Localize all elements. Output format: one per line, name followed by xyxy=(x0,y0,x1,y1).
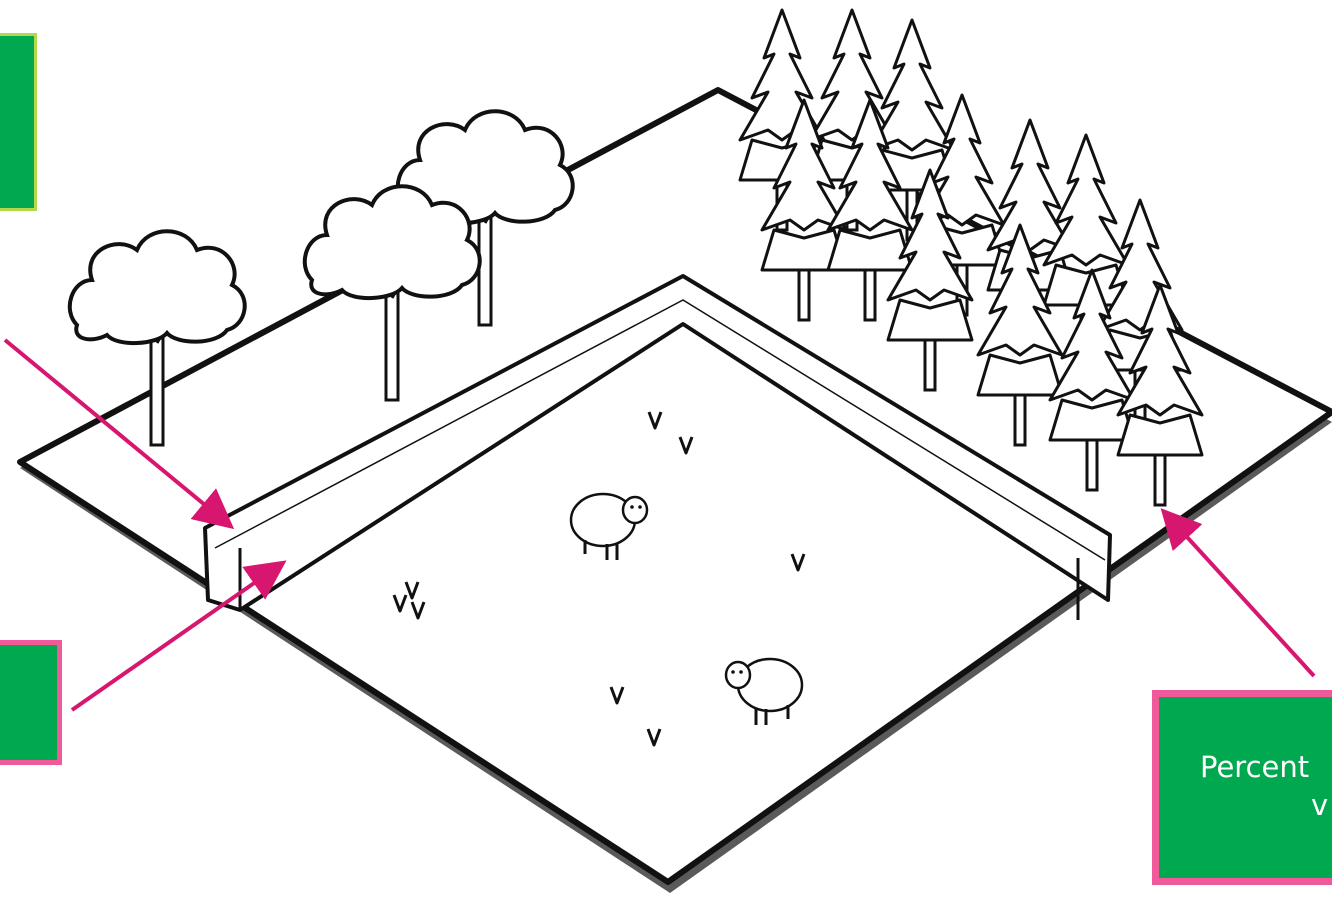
label-bottom-right-line2: v xyxy=(1200,787,1332,825)
label-bottom-right-line1: Percent xyxy=(1200,750,1309,784)
label-box-top xyxy=(0,33,37,211)
label-box-bottom-right: Percent v xyxy=(1152,690,1332,885)
label-box-middle xyxy=(0,640,62,765)
